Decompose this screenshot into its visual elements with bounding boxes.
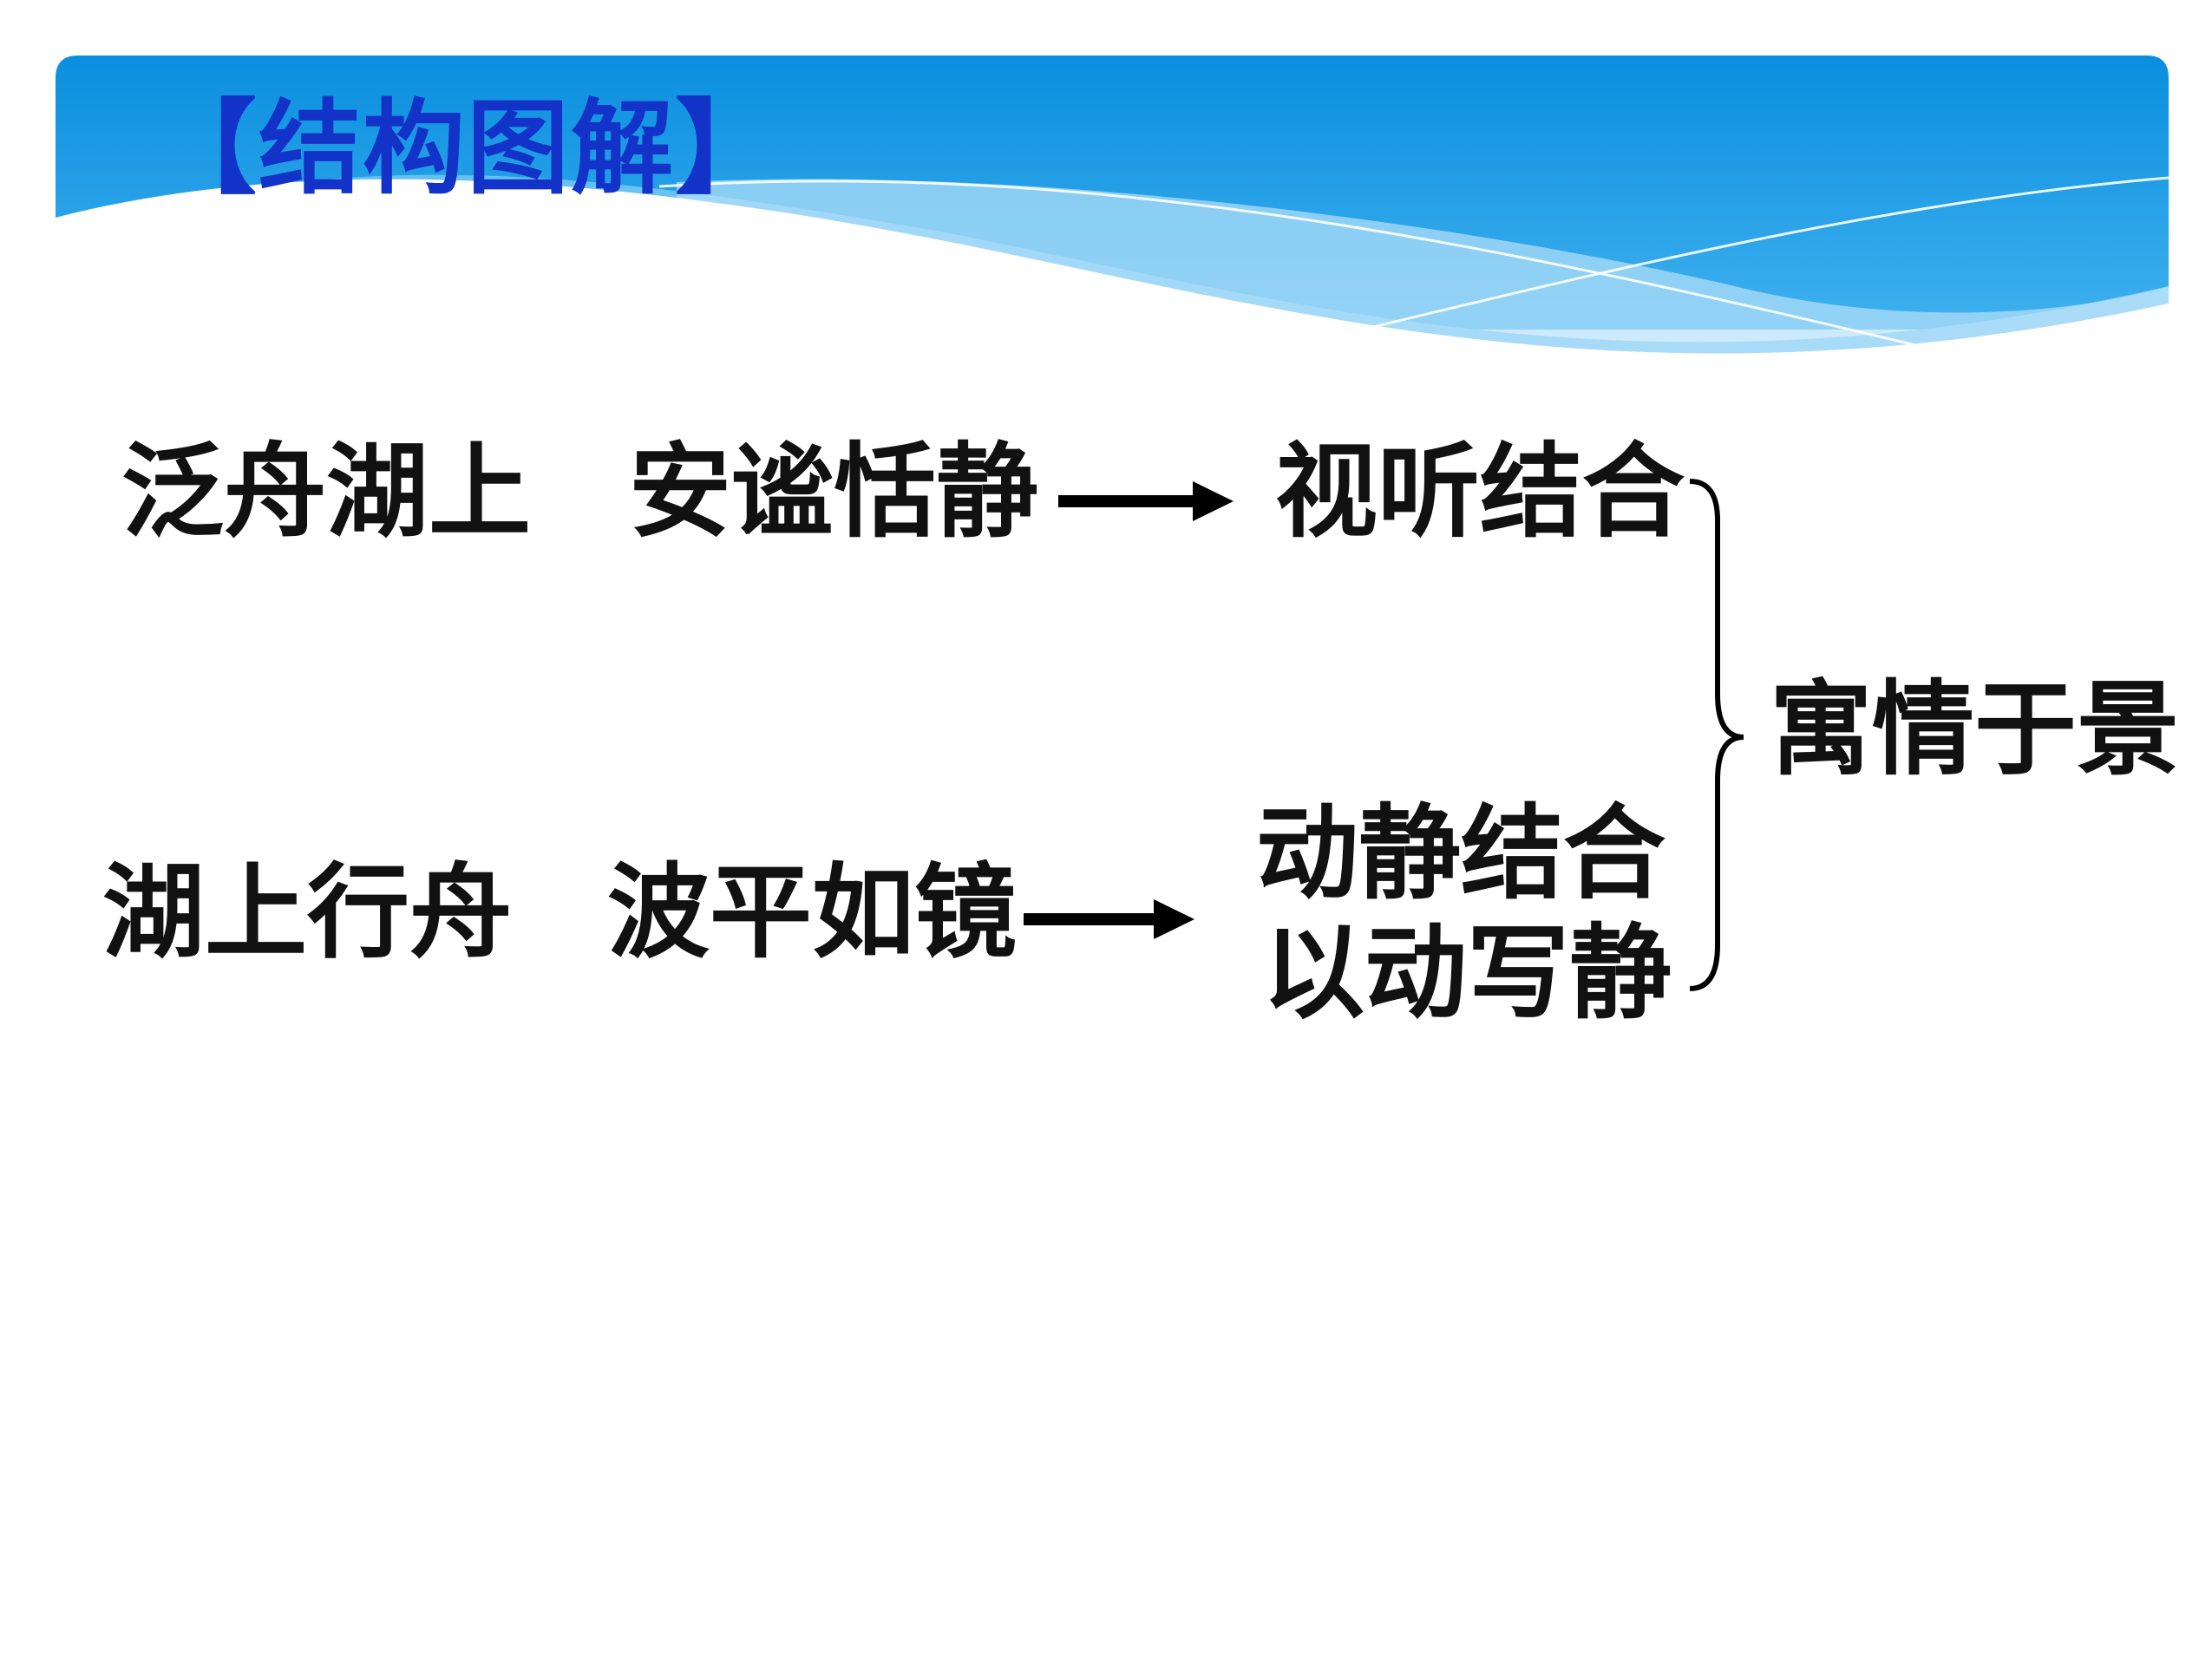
header-banner <box>0 56 2169 399</box>
slide-title: 【结构图解】 <box>154 88 780 208</box>
arrow-row-2 <box>1024 899 1194 939</box>
banner-wave-white <box>0 179 2169 399</box>
banner-thin-line-2 <box>1344 176 2169 336</box>
banner-thin-line-1 <box>658 180 1996 366</box>
right-brace <box>1689 479 1744 991</box>
row-1-scene: 泛舟湖上 <box>121 432 532 552</box>
row-1-mood: 安谧恬静 <box>629 432 1039 552</box>
row-2-technique-2: 以动写静 <box>1262 913 1672 1033</box>
row-1-technique: 视听结合 <box>1275 432 1685 552</box>
conclusion: 寓情于景 <box>1770 669 2180 789</box>
row-2-scene: 湖上行舟 <box>102 852 513 972</box>
row-2-mood: 波平如镜 <box>607 852 1018 972</box>
arrow-row-1 <box>1058 481 1234 521</box>
row-2-technique-1: 动静结合 <box>1256 794 1666 913</box>
